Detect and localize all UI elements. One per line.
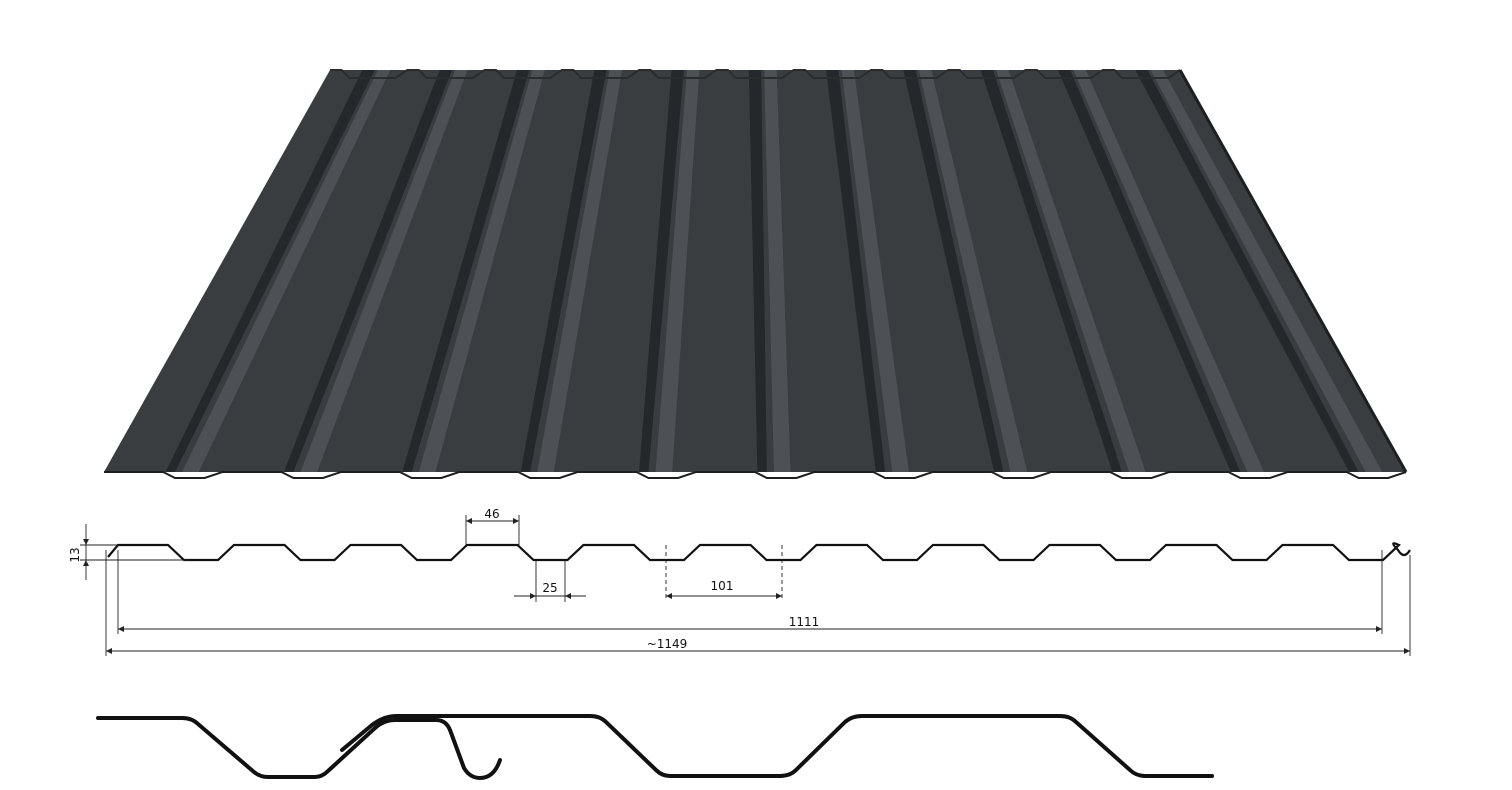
- detail-lower-sheet: [96, 716, 502, 780]
- dimension-lines: [80, 515, 1411, 656]
- dim-pitch-label: 101: [711, 579, 734, 593]
- rib-dark-face: [1057, 70, 1241, 472]
- rib-dark-face: [283, 70, 453, 472]
- rib-light-face: [182, 70, 391, 472]
- dim-cover-arrow-left: [118, 626, 124, 632]
- rib-dark-face: [748, 70, 767, 472]
- dim-total-arrow-right: [1404, 648, 1410, 654]
- rib-light-face: [300, 70, 468, 472]
- rib-dark-face: [520, 70, 607, 472]
- rib-light-face: [655, 70, 700, 472]
- rib-light-face: [764, 70, 791, 472]
- rib-dark-face: [1135, 70, 1359, 472]
- rib-light-face: [537, 70, 623, 472]
- dim-pitch-arrow-left: [666, 593, 672, 599]
- rib-light-face: [1150, 70, 1383, 472]
- sheet-front-edge: [104, 471, 1407, 479]
- dim-bottom-flat-arrow-left: [530, 593, 536, 599]
- detail-upper-sheet: [340, 714, 1214, 778]
- dim-total-width-label: ~1149: [647, 637, 688, 651]
- rib-dark-face: [639, 70, 684, 472]
- rib-light-face: [841, 70, 909, 472]
- rib-dark-face: [980, 70, 1122, 472]
- overlap-detail: [96, 714, 1214, 780]
- profile-cross-section: [107, 542, 1411, 562]
- dim-height-arrow-top: [83, 539, 89, 545]
- dim-height-arrow-bottom: [83, 560, 89, 566]
- dim-top-flat-arrow-right: [513, 518, 519, 524]
- rib-light-face: [418, 70, 545, 472]
- dim-top-flat-label: 46: [484, 507, 499, 521]
- rib-dark-face: [903, 70, 1004, 472]
- dim-pitch-arrow-right: [776, 593, 782, 599]
- profile-outline: [107, 542, 1411, 562]
- rib-dark-face: [402, 70, 530, 472]
- rib-dark-face: [165, 70, 375, 472]
- dim-height-label: 13: [68, 547, 82, 562]
- rib-light-face: [1073, 70, 1264, 472]
- sheet-right-edge: [1178, 69, 1408, 473]
- sheet-top-edge: [330, 69, 1181, 79]
- dim-cover-arrow-right: [1376, 626, 1382, 632]
- rib-light-face: [996, 70, 1146, 472]
- roof-sheet-illustration: [104, 69, 1408, 479]
- rib-dark-face: [826, 70, 886, 472]
- dim-bottom-flat-arrow-right: [565, 593, 571, 599]
- dim-total-arrow-left: [106, 648, 112, 654]
- dim-cover-width-label: 1111: [789, 615, 820, 629]
- dim-bottom-flat-label: 25: [542, 581, 557, 595]
- rib-light-face: [918, 70, 1028, 472]
- dim-top-flat-arrow-left: [466, 518, 472, 524]
- dimension-labels: 13 46 25 101 1111 ~1149: [68, 507, 819, 651]
